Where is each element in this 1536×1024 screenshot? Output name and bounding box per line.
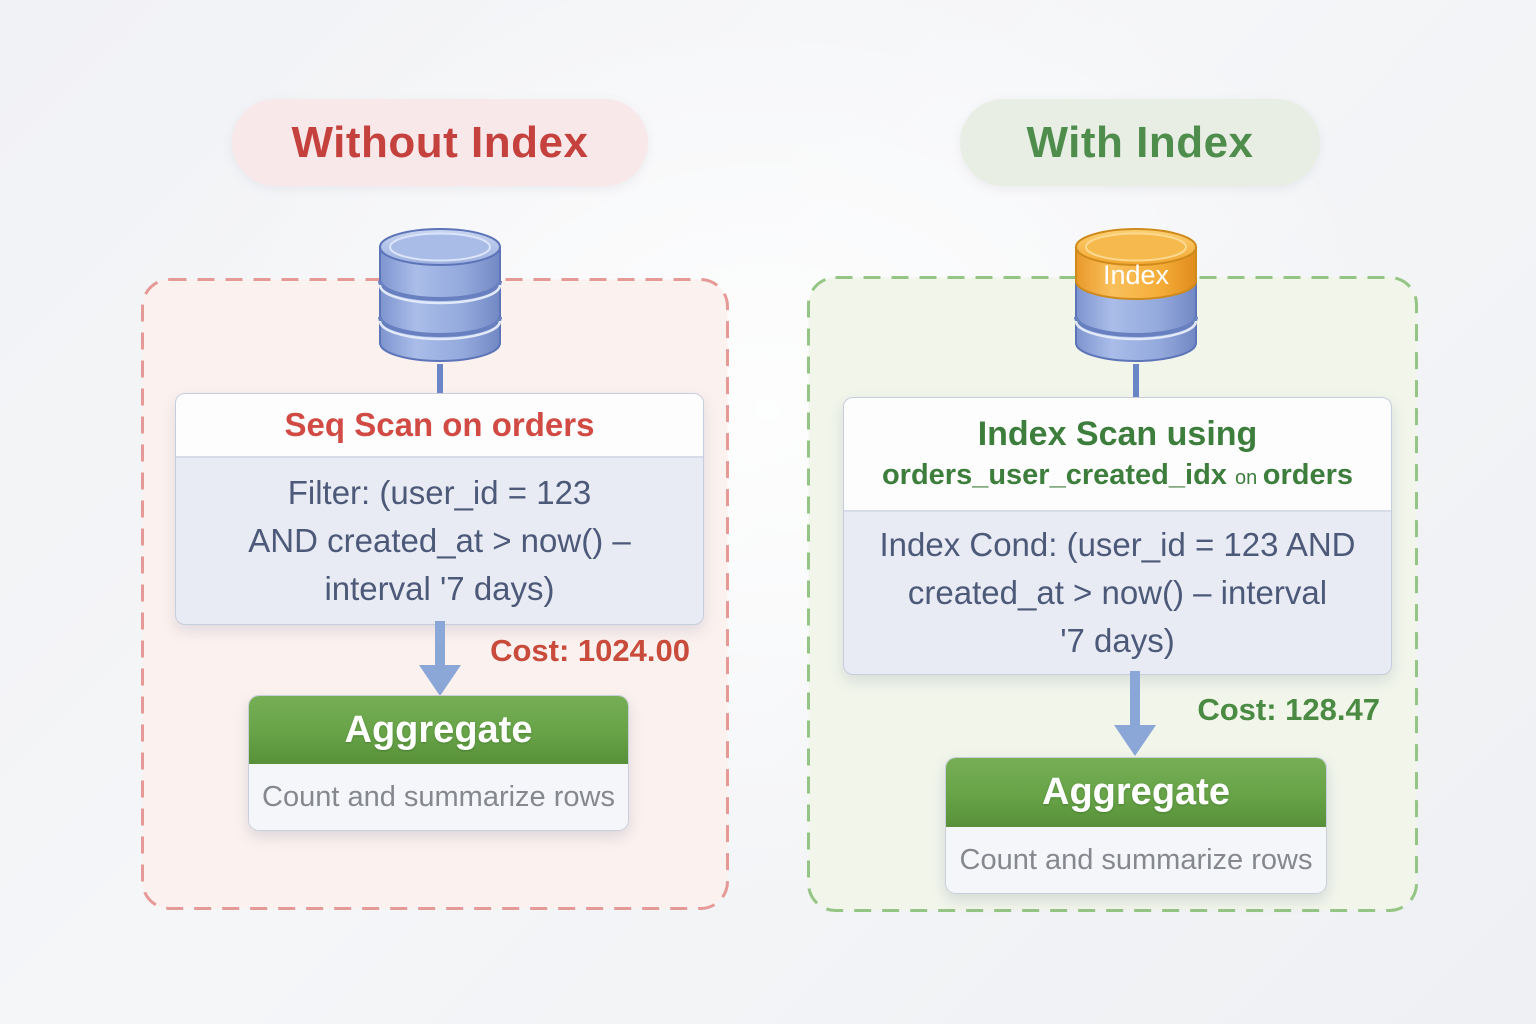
index-cap-label: Index xyxy=(1103,260,1170,290)
right-aggregate-subtitle: Count and summarize rows xyxy=(946,827,1326,893)
index-scan-body: Index Cond: (user_id = 123 AND created_a… xyxy=(844,512,1391,674)
right-flow-arrow-icon xyxy=(1114,671,1156,756)
left-aggregate-node: Aggregate Count and summarize rows xyxy=(248,695,629,831)
index-on-word: on xyxy=(1234,466,1258,489)
index-scan-subtitle: orders_user_created_idx on orders xyxy=(882,456,1353,497)
index-cond-line-3: '7 days) xyxy=(1060,622,1175,659)
index-table-name: orders xyxy=(1262,458,1354,491)
left-aggregate-subtitle: Count and summarize rows xyxy=(249,764,628,830)
left-flow-arrow-icon xyxy=(419,621,461,696)
index-cond-line-1: Index Cond: (user_id = 123 AND xyxy=(879,526,1356,563)
filter-line-1: Filter: (user_id = 123 xyxy=(287,474,592,511)
database-icon xyxy=(378,228,502,362)
seq-scan-cost: Cost: 1024.00 xyxy=(490,633,690,668)
filter-line-3: interval '7 days) xyxy=(324,570,555,607)
right-aggregate-node: Aggregate Count and summarize rows xyxy=(945,757,1327,894)
without-index-title-label: Without Index xyxy=(291,117,589,167)
right-db-connector xyxy=(1133,364,1139,399)
with-index-title: With Index xyxy=(960,99,1320,186)
seq-scan-title: Seq Scan on orders xyxy=(284,406,595,443)
seq-scan-node: Seq Scan on orders Filter: (user_id = 12… xyxy=(175,393,704,625)
left-db-connector xyxy=(437,364,443,395)
with-index-title-label: With Index xyxy=(1026,117,1254,167)
index-scan-cost: Cost: 128.47 xyxy=(1197,692,1380,727)
index-scan-title: Index Scan using xyxy=(977,414,1258,453)
index-cond-line-2: created_at > now() – interval xyxy=(907,574,1328,611)
filter-line-2: AND created_at > now() – xyxy=(248,522,631,559)
index-scan-node: Index Scan using orders_user_created_idx… xyxy=(843,397,1392,675)
index-scan-header: Index Scan using orders_user_created_idx… xyxy=(844,398,1391,512)
index-name: orders_user_created_idx xyxy=(881,458,1227,491)
database-index-icon: Index xyxy=(1074,228,1198,362)
without-index-title: Without Index xyxy=(232,99,648,186)
seq-scan-body: Filter: (user_id = 123 AND created_at > … xyxy=(176,458,703,624)
seq-scan-header: Seq Scan on orders xyxy=(176,394,703,458)
left-aggregate-title: Aggregate xyxy=(249,696,628,764)
right-aggregate-title: Aggregate xyxy=(946,758,1326,827)
